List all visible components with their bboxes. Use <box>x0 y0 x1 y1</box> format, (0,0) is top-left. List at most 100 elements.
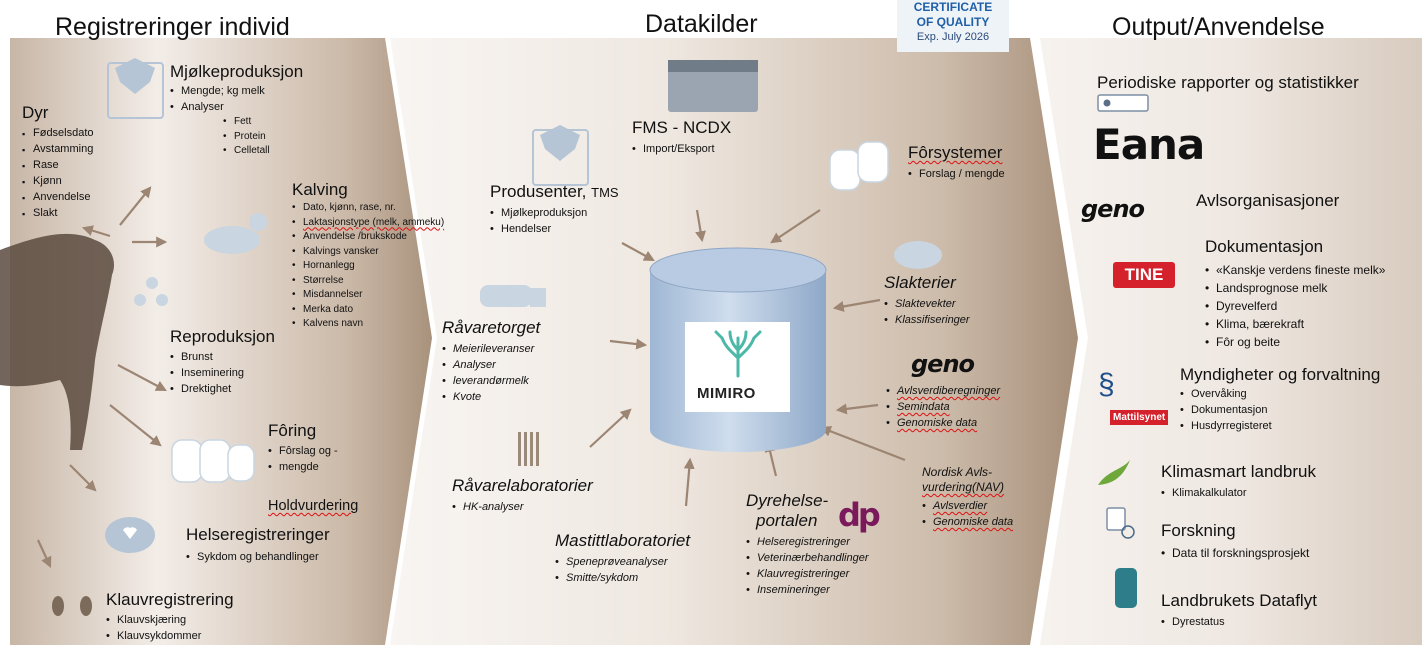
geno-logo-right: geno <box>1081 195 1145 223</box>
ravarelab-title: Råvarelaboratorier <box>452 476 593 495</box>
helse-title: Helseregistreringer <box>186 525 330 544</box>
dyrehelse-title-2: portalen <box>756 511 818 530</box>
certificate-line3: Exp. July 2026 <box>916 31 990 43</box>
helse-list: Sykdom og behandlinger <box>186 549 330 565</box>
certificate-line1: CERTIFICATE <box>913 0 993 14</box>
dataflyt-list: Dyrestatus <box>1161 614 1317 630</box>
list-item: Anvendelse <box>22 189 94 206</box>
helse-block: Helseregistreringer Sykdom og behandling… <box>186 525 330 565</box>
foring-block: Fôring Fôrslag og - mengde <box>268 421 338 475</box>
kalving-title: Kalving <box>292 180 348 199</box>
left-arrows <box>37 186 168 568</box>
list-item: Klima, bærekraft <box>1205 315 1385 333</box>
avlsorganisasjoner-title: Avlsorganisasjoner <box>1196 191 1340 210</box>
mjolk-list: Mengde; kg melk Analyser <box>170 83 303 115</box>
certificate-badge: CERTIFICATE OF QUALITY Exp. July 2026 <box>897 0 1009 52</box>
list-item: Anvendelse /brukskode <box>292 230 444 245</box>
list-item: Meierileveranser <box>442 341 540 357</box>
forsystemer-block: Fôrsystemer Forslag / mengde <box>908 143 1005 182</box>
kalving-list: Dato, kjønn, rase, nr. Laktasjonstype (m… <box>292 201 444 332</box>
dyrehelse-title-1: Dyrehelse- <box>746 491 829 510</box>
list-item: Mjølkeproduksjon <box>490 205 619 221</box>
dyr-block: Dyr Fødselsdato Avstamming Rase Kjønn An… <box>22 103 94 222</box>
list-item: Kvote <box>442 389 540 405</box>
list-item: Kalvens navn <box>292 317 444 332</box>
list-item: Merka dato <box>292 303 444 318</box>
list-item: Data til forskningsprosjekt <box>1161 544 1309 562</box>
fms-block: FMS - NCDX Import/Eksport <box>632 118 731 157</box>
list-item: Insemineringer <box>746 582 869 598</box>
produsenter-block: Produsenter, TMS Mjølkeproduksjon Hendel… <box>490 182 619 237</box>
klima-title: Klimasmart landbruk <box>1161 462 1316 481</box>
list-item: Inseminering <box>170 365 275 381</box>
list-item: Brunst <box>170 349 275 365</box>
geno-logo-middle: geno <box>911 350 975 378</box>
list-item: Mengde; kg melk <box>170 83 303 99</box>
dataflyt-block: Landbrukets Dataflyt Dyrestatus <box>1161 591 1317 630</box>
list-item: Analyser <box>442 357 540 373</box>
band-left <box>10 38 432 645</box>
nav-list: Avlsverdier Genomiske data <box>922 498 1013 530</box>
list-item: Husdyrregisteret <box>1180 418 1380 434</box>
list-item: Slakt <box>22 205 94 222</box>
ravaretorget-block: Råvaretorget Meierileveranser Analyser l… <box>442 318 540 405</box>
list-item: Dyrestatus <box>1161 614 1317 630</box>
cow-silhouette <box>0 233 115 450</box>
fms-list: Import/Eksport <box>632 141 731 157</box>
list-item: Forslag / mengde <box>908 166 1005 182</box>
certificate-line2: OF QUALITY <box>916 15 990 29</box>
nav-block: Nordisk Avls- vurdering(NAV) Avlsverdier… <box>922 465 1013 530</box>
ravaretorget-title: Råvaretorget <box>442 318 541 337</box>
slakterier-title: Slakterier <box>884 273 956 292</box>
myndigheter-title: Myndigheter og forvaltning <box>1180 365 1381 384</box>
heart-icon <box>105 517 155 553</box>
list-item: «Kanskje verdens fineste melk» <box>1205 261 1385 279</box>
mimiro-tree-icon <box>714 330 762 378</box>
list-item: Genomiske data <box>922 514 1013 530</box>
list-item: Slaktevekter <box>884 296 970 312</box>
list-item: Laktasjonstype (melk, ammeku) <box>292 216 444 231</box>
list-item: Fôrslag og - <box>268 443 338 459</box>
tine-logo: TINE <box>1113 262 1175 288</box>
cow-head-icons <box>107 58 589 186</box>
produsenter-title: Produsenter, TMS <box>490 182 619 201</box>
nav-title-2: vurdering(NAV) <box>922 480 1005 494</box>
list-item: Dato, kjønn, rase, nr. <box>292 201 444 216</box>
dp-logo: dp <box>838 496 881 534</box>
tine-list: «Kanskje verdens fineste melk» Landsprog… <box>1205 261 1385 351</box>
ravaretorget-list: Meierileveranser Analyser leverandørmelk… <box>442 341 540 405</box>
mjolk-block: Mjølkeproduksjon Mengde; kg melk Analyse… <box>170 62 303 159</box>
produsenter-list: Mjølkeproduksjon Hendelser <box>490 205 619 237</box>
testtubes-icon <box>518 432 539 466</box>
forskning-title: Forskning <box>1161 521 1236 540</box>
slakterier-block: Slakterier Slaktevekter Klassifiseringer <box>884 273 970 328</box>
dokumentasjon-title: Dokumentasjon <box>1205 237 1324 256</box>
header-right: Output/Anvendelse <box>1112 13 1325 41</box>
klima-block: Klimasmart landbruk Klimakalkulator <box>1161 462 1316 501</box>
dyr-title: Dyr <box>22 103 49 122</box>
list-item: Sykdom og behandlinger <box>186 549 330 565</box>
tine-block: Dokumentasjon «Kanskje verdens fineste m… <box>1205 237 1385 351</box>
myndigheter-list: Overvåking Dokumentasjon Husdyrregistere… <box>1180 386 1380 434</box>
list-item: Størrelse <box>292 274 444 289</box>
list-item: Dyrevelferd <box>1205 297 1385 315</box>
dyr-list: Fødselsdato Avstamming Rase Kjønn Anvend… <box>22 125 94 222</box>
myndigheter-block: Myndigheter og forvaltning Overvåking Do… <box>1180 365 1380 434</box>
bales-icons <box>171 141 889 483</box>
mjolk-sublist: Fett Protein Celletall <box>223 115 303 159</box>
list-item: Overvåking <box>1180 386 1380 402</box>
list-item: Klauvskjæring <box>106 612 234 628</box>
forsystemer-title: Fôrsystemer <box>908 143 1003 162</box>
dyrehelse-list: Helseregistreringer Veterinærbehandlinge… <box>746 534 869 598</box>
forskning-block: Forskning Data til forskningsprosjekt <box>1161 521 1309 562</box>
list-item: Fett <box>223 115 303 130</box>
list-item: Veterinærbehandlinger <box>746 550 869 566</box>
paragraph-icon: § <box>1098 368 1115 401</box>
kalving-block: Kalving Dato, kjønn, rase, nr. Laktasjon… <box>292 180 444 332</box>
fms-title: FMS - NCDX <box>632 118 732 137</box>
list-item: Helseregistreringer <box>746 534 869 550</box>
list-item: Klauvsykdommer <box>106 628 234 644</box>
klauv-block: Klauvregistrering Klauvskjæring Klauvsyk… <box>106 590 234 644</box>
list-item: Avlsverdier <box>922 498 1013 514</box>
